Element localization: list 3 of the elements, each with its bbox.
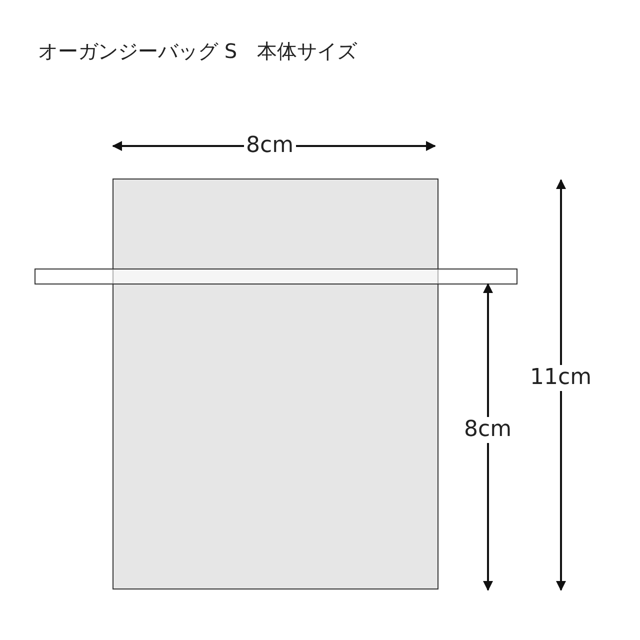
bag-body [112, 178, 438, 590]
title: オーガンジーバッグ S 本体サイズ [38, 38, 358, 65]
drawstring-bar [34, 268, 518, 284]
